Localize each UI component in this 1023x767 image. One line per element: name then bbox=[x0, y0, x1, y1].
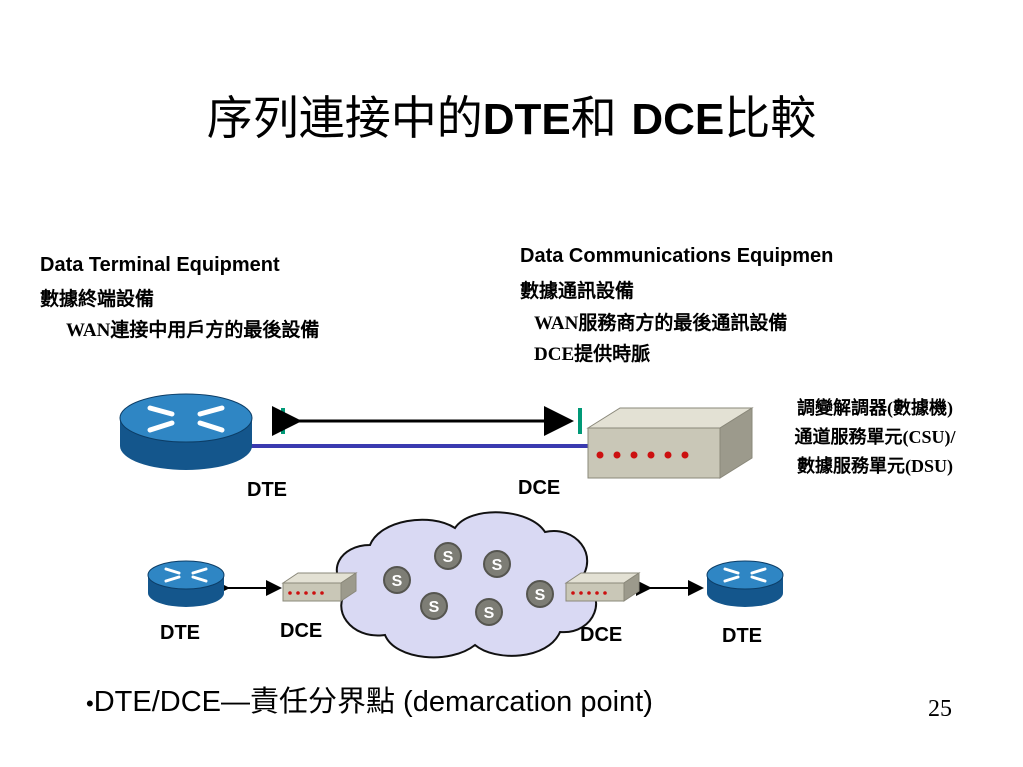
modem-icon bbox=[281, 572, 358, 602]
bottom-dte-right-label: DTE bbox=[722, 625, 762, 647]
modem-icon bbox=[586, 407, 754, 479]
router-icon bbox=[706, 560, 784, 607]
page-title: 序列連接中的DTE和 DCE比較 bbox=[206, 91, 817, 145]
switch-icon: S bbox=[483, 550, 511, 578]
dte-english-label: Data Terminal Equipment bbox=[40, 254, 280, 276]
dte-chinese-label: 數據終端設備 bbox=[40, 288, 155, 310]
router-icon bbox=[119, 393, 253, 470]
switch-icon: S bbox=[383, 566, 411, 594]
dce-chinese-label: 數據通訊設備 bbox=[520, 280, 635, 302]
svg-text:S: S bbox=[492, 557, 503, 574]
bottom-dte-left-label: DTE bbox=[160, 622, 200, 644]
modem-description: 調變解調器(數據機) 通道服務單元(CSU)/ 數據服務單元(DSU) bbox=[794, 398, 956, 476]
switch-icon: S bbox=[475, 598, 503, 626]
top-dte-label: DTE bbox=[247, 479, 287, 501]
bullet-item: •DTE/DCE—責任分界點 (demarcation point) bbox=[86, 678, 653, 720]
bottom-dce-right-label: DCE bbox=[580, 624, 623, 646]
switch-icon: S bbox=[526, 580, 554, 608]
bullet-text: DTE/DCE—責任分界點 (demarcation point) bbox=[93, 686, 653, 718]
dce-english-label: Data Communications Equipmen bbox=[520, 245, 834, 267]
router-icon bbox=[147, 560, 225, 607]
dce-note-2: DCE提供時脈 bbox=[534, 344, 651, 365]
dte-note: WAN連接中用戶方的最後設備 bbox=[66, 320, 320, 341]
svg-text:S: S bbox=[484, 605, 495, 622]
dce-note-1: WAN服務商方的最後通訊設備 bbox=[534, 313, 788, 334]
page-number: 25 bbox=[928, 696, 952, 722]
switch-icon: S bbox=[420, 592, 448, 620]
switch-icon: S bbox=[434, 542, 462, 570]
cloud-icon bbox=[335, 511, 598, 659]
svg-text:S: S bbox=[429, 599, 440, 616]
svg-text:S: S bbox=[535, 587, 546, 604]
top-dce-label: DCE bbox=[518, 477, 561, 499]
svg-text:S: S bbox=[392, 573, 403, 590]
bullet-marker: • bbox=[86, 691, 94, 716]
bottom-dce-left-label: DCE bbox=[280, 620, 323, 642]
svg-text:S: S bbox=[443, 549, 454, 566]
modem-icon bbox=[564, 572, 641, 602]
